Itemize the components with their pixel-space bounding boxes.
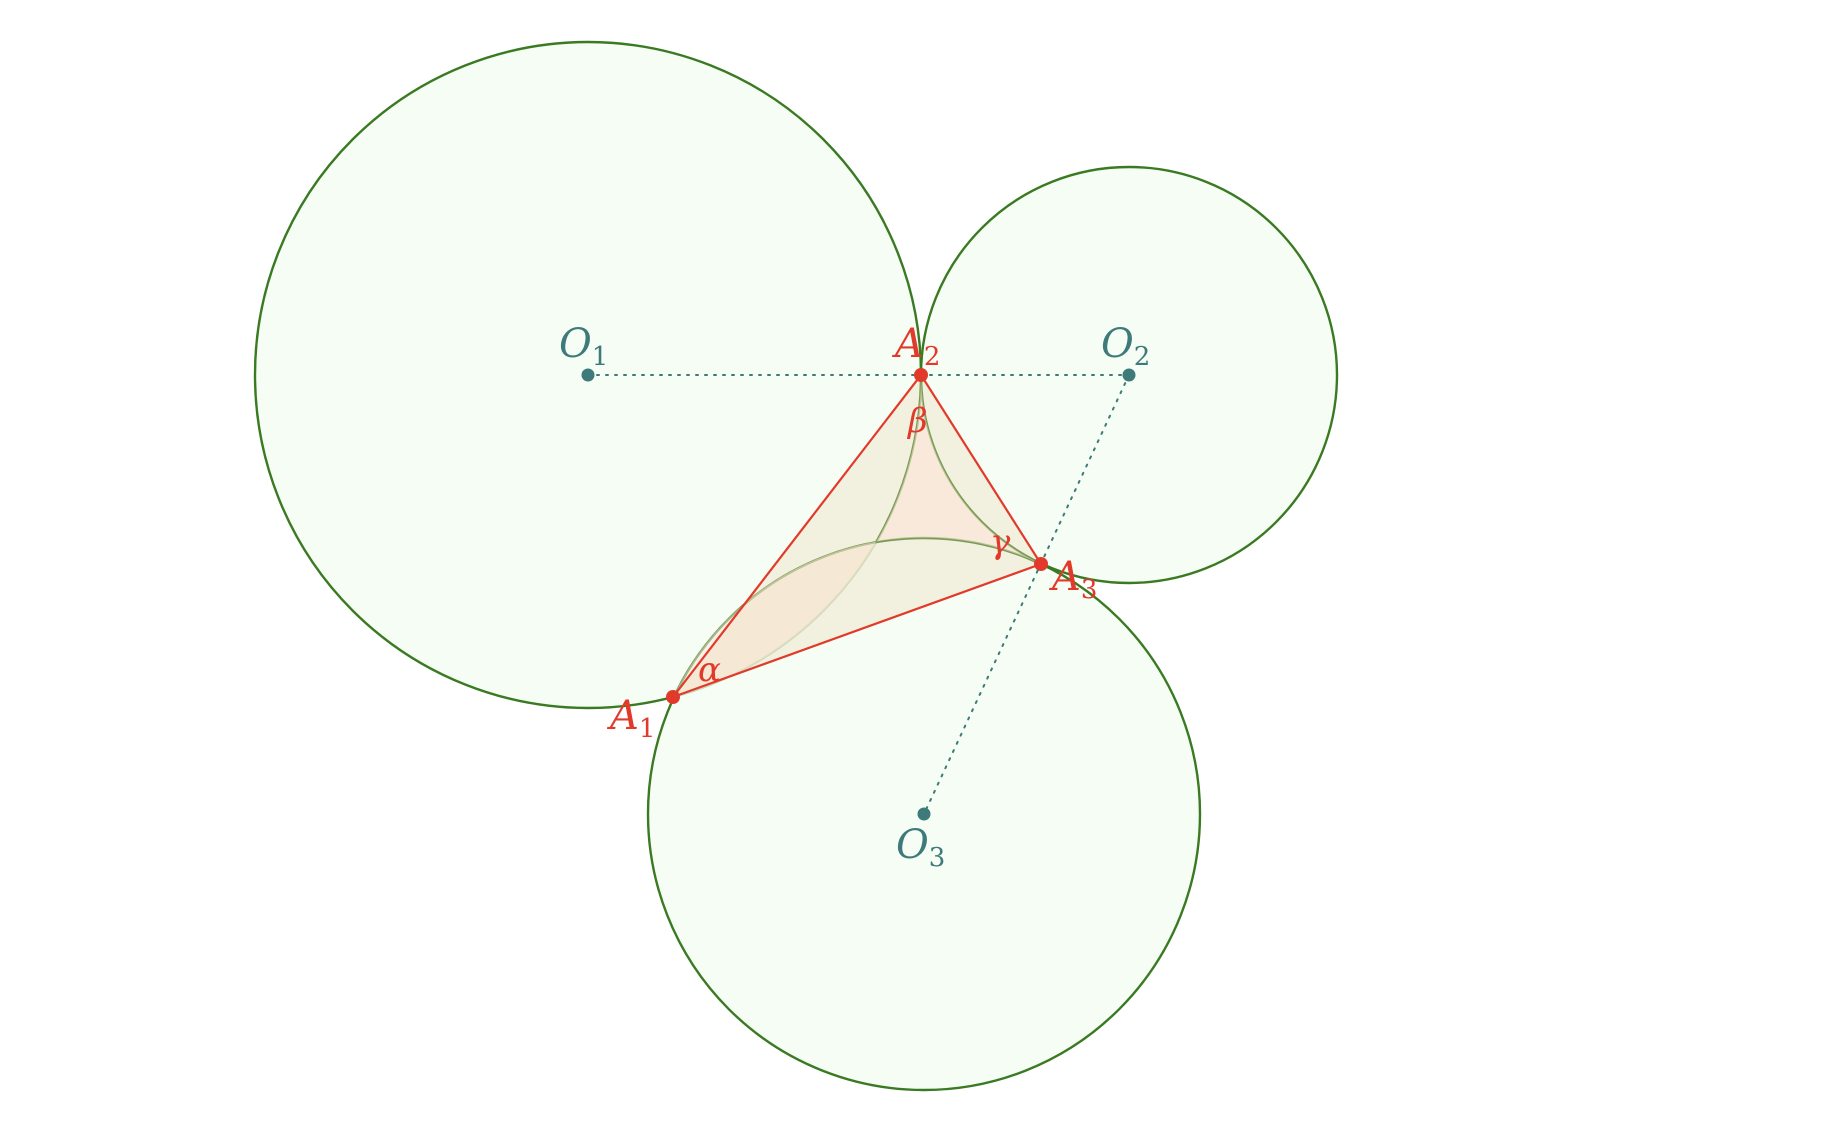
center-point-o1: [581, 368, 595, 382]
label-a1: A1: [606, 693, 655, 744]
label-a3: A3: [1048, 554, 1097, 605]
curvilinear-region: [673, 375, 1041, 697]
label-o3: O3: [896, 822, 945, 873]
label-o1: O1: [559, 321, 608, 372]
center-point-o2: [1122, 368, 1136, 382]
triangle-a1-a2-a3: [671, 373, 1043, 699]
center-line-o2-o3: [923, 374, 1130, 815]
angle-beta: β: [906, 401, 928, 441]
tangent-point-a3: [1034, 557, 1048, 571]
tangent-point-a1: [666, 690, 680, 704]
angle-alpha: α: [698, 650, 721, 690]
label-a2: A2: [891, 321, 940, 372]
tangent-point-a2: [914, 368, 928, 382]
angle-gamma: γ: [990, 522, 1011, 562]
center-point-o3: [917, 807, 931, 821]
label-o2: O2: [1101, 321, 1150, 372]
